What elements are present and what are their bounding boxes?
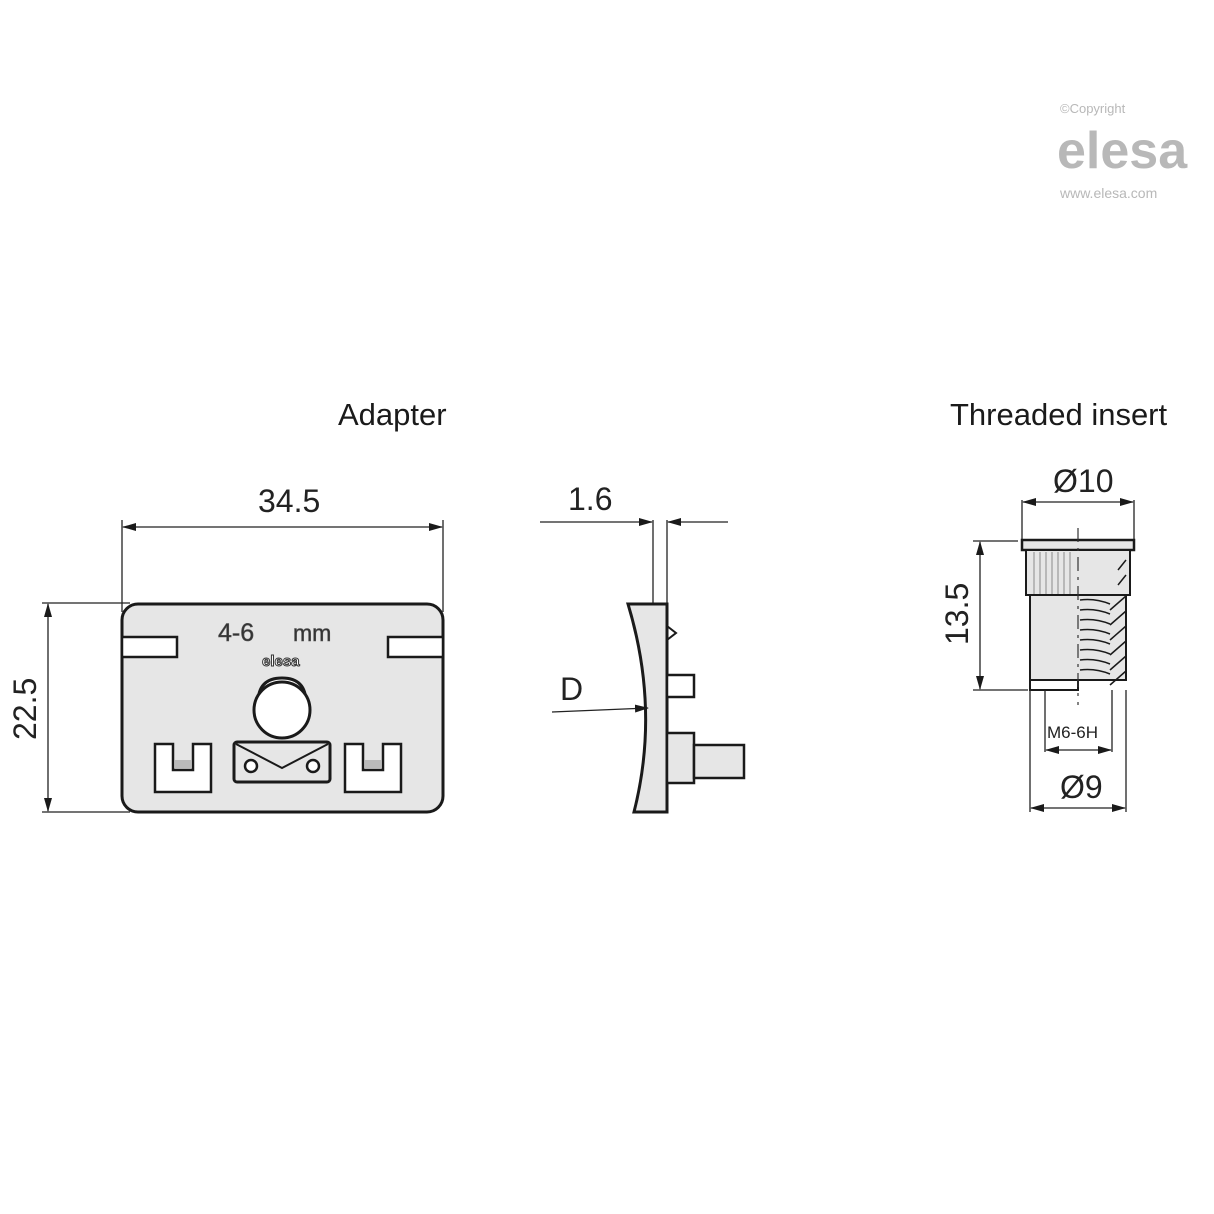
- copyright-text: ©Copyright: [1060, 101, 1126, 116]
- head-diameter-dim: Ø10: [1053, 463, 1113, 499]
- marking-unit: mm: [293, 620, 331, 646]
- adapter-side-view: 1.6 D: [540, 481, 746, 814]
- marking-range: 4-6: [218, 619, 254, 647]
- adapter-title: Adapter: [338, 397, 447, 432]
- brand-logo: elesa: [1057, 122, 1188, 180]
- adapter-front-view: 34.5 22.5 4-6 mm elesa: [7, 483, 445, 814]
- thickness-dim: 1.6: [568, 481, 612, 517]
- watermark: ©Copyright elesa www.elesa.com: [1057, 101, 1188, 201]
- length-dim: 13.5: [939, 583, 975, 645]
- thread-spec: M6-6H: [1047, 723, 1098, 742]
- watermark-url: www.elesa.com: [1059, 185, 1157, 201]
- diameter-label: D: [560, 671, 583, 707]
- threaded-insert-title: Threaded insert: [950, 397, 1168, 432]
- threaded-insert-view: Ø10 13.5 M: [939, 463, 1136, 812]
- adapter-height-dim: 22.5: [7, 678, 43, 740]
- adapter-width-dim: 34.5: [258, 483, 320, 519]
- body-diameter-dim: Ø9: [1060, 769, 1103, 805]
- marking-brand: elesa: [262, 653, 300, 670]
